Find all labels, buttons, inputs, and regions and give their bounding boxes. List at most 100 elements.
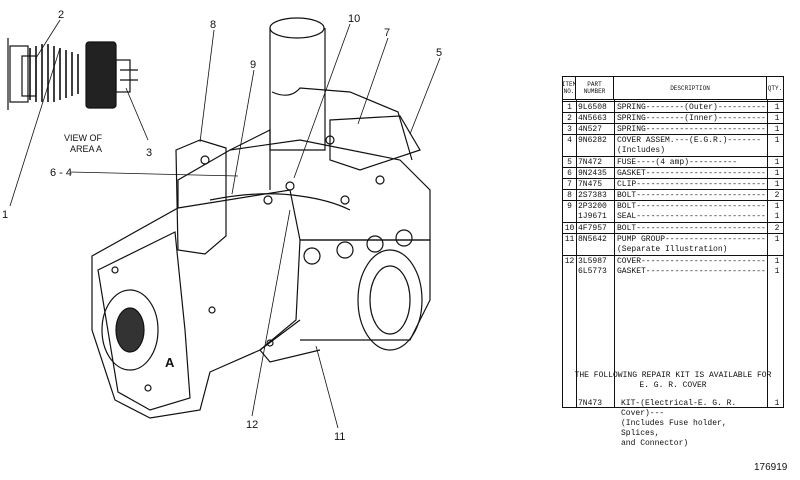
cell-part: 2P3200 — [578, 202, 607, 211]
cell-part: 4N527 — [578, 125, 603, 134]
kit-description: KIT-(Electrical-E. G. R. Cover)--- (Incl… — [621, 399, 737, 448]
cell-item: 5 — [567, 158, 572, 167]
figure-number: 176919 — [754, 462, 788, 473]
cell-desc: SPRING------------------------- — [617, 125, 766, 134]
kit-part: 7N473 — [578, 399, 603, 408]
cell-desc: (Separate Illustration) — [617, 245, 728, 254]
cell-qty: 1 — [774, 158, 780, 167]
callout-8: 8 — [210, 19, 216, 31]
table-row: 4 9N6282 COVER ASSEM.---(E.G.R.)------- 1 — [563, 134, 783, 146]
cell-qty: 1 — [774, 169, 780, 178]
cell-qty: 1 — [774, 257, 780, 266]
callout-5: 5 — [436, 47, 442, 59]
cell-item: 7 — [567, 180, 572, 189]
cell-qty: 1 — [774, 267, 780, 276]
callout-10: 10 — [348, 13, 360, 25]
cell-item: 6 — [567, 169, 572, 178]
cell-part: 9N6282 — [578, 136, 607, 145]
table-row: 5 7N472 FUSE----(4 amp)---------- 1 — [563, 156, 783, 168]
cell-desc: COVER ASSEM.---(E.G.R.)------- — [617, 136, 762, 145]
table-row: (Includes) — [563, 145, 783, 156]
table-row: 8 2S7383 BOLT---------------------------- 2 — [563, 189, 783, 201]
cell-item: 11 — [564, 235, 575, 244]
cell-desc: SPRING--------(Inner)---------- — [617, 114, 766, 123]
cell-desc: SPRING--------(Outer)---------- — [617, 103, 766, 112]
header-description: DESCRIPTION — [614, 77, 767, 99]
cell-item: 1 — [567, 103, 572, 112]
area-a-label: A — [165, 355, 175, 370]
callout-1: 1 — [2, 209, 8, 221]
cell-part: 4N5663 — [578, 114, 607, 123]
table-header: ITEM NO. PART NUMBER DESCRIPTION QTY. — [562, 77, 783, 100]
callout-7: 7 — [384, 27, 390, 39]
callout-3: 3 — [146, 147, 152, 159]
cell-qty: 2 — [774, 191, 780, 200]
cell-desc: GASKET-------------------------- — [617, 169, 767, 178]
cell-desc: GASKET-------------------------- — [617, 267, 767, 276]
callout-2: 2 — [58, 9, 64, 21]
cell-part: 3L5987 — [578, 257, 607, 266]
cell-qty: 1 — [774, 212, 780, 221]
view-label-line2: AREA A — [70, 144, 103, 154]
cell-part: 8N5642 — [578, 235, 607, 244]
cell-part: 4F7957 — [578, 224, 607, 233]
header-qty: QTY. — [767, 84, 783, 92]
cell-part: 7N475 — [578, 180, 603, 189]
cell-item: 12 — [564, 257, 575, 266]
view-label-line1: VIEW OF — [64, 133, 102, 143]
table-row: 2 4N5663 SPRING--------(Inner)---------- 1 — [563, 112, 783, 124]
cell-part: 7N472 — [578, 158, 603, 167]
table-row: 1 9L6508 SPRING--------(Outer)---------- 1 — [563, 101, 783, 113]
cell-desc: CLIP---------------------------- — [617, 180, 767, 189]
callout-11: 11 — [334, 431, 345, 443]
table-row: (Separate Illustration) — [563, 244, 783, 255]
cell-qty: 2 — [774, 224, 780, 233]
cell-desc: FUSE----(4 amp)---------- — [617, 158, 738, 167]
cell-item: 10 — [564, 224, 575, 233]
header-item: ITEM NO. — [562, 77, 576, 99]
callout-9: 9 — [250, 59, 256, 71]
cell-qty: 1 — [774, 180, 780, 189]
table-row: 6 9N2435 GASKET-------------------------- 1 — [563, 167, 783, 179]
cell-desc: BOLT---------------------------- — [617, 202, 767, 211]
cell-desc: COVER--------------------------- — [617, 257, 767, 266]
cell-item: 3 — [567, 125, 572, 134]
leader-lines — [9, 19, 441, 429]
cell-desc: BOLT---------------------------- — [617, 191, 767, 200]
cell-qty: 1 — [774, 202, 780, 211]
cell-qty: 1 — [774, 125, 780, 134]
cell-part: 1J9671 — [578, 212, 607, 221]
cell-qty: 1 — [774, 235, 780, 244]
callout-6-4: 6 - 4 — [50, 167, 72, 179]
table-row: 7 7N475 CLIP---------------------------- 1 — [563, 178, 783, 190]
header-part-number: PART NUMBER — [576, 77, 614, 99]
cell-desc: (Includes) — [617, 146, 666, 155]
table-row: 9 2P3200 BOLT---------------------------- 1 — [563, 200, 783, 212]
cell-qty: 1 — [774, 136, 780, 145]
cell-qty: 1 — [774, 114, 780, 123]
cell-desc: PUMP GROUP----------------------- — [617, 235, 767, 244]
cell-desc: BOLT---------------------------- — [617, 224, 767, 233]
cell-part: 2S7383 — [578, 191, 607, 200]
pump-body — [91, 17, 431, 419]
cell-qty: 1 — [774, 103, 780, 112]
cell-item: 8 — [567, 191, 572, 200]
table-row: 3 4N527 SPRING------------------------- 1 — [563, 123, 783, 135]
kit-qty: 1 — [774, 399, 780, 408]
cell-part: 9L6508 — [578, 103, 607, 112]
cell-item: 9 — [567, 202, 572, 211]
cell-item: 4 — [567, 136, 572, 145]
cell-item: 2 — [567, 114, 572, 123]
view-a-inset — [7, 38, 138, 110]
kit-title: THE FOLLOWING REPAIR KIT IS AVAILABLE FO… — [574, 371, 772, 390]
cell-part: 9N2435 — [578, 169, 607, 178]
callout-12: 12 — [246, 419, 258, 431]
